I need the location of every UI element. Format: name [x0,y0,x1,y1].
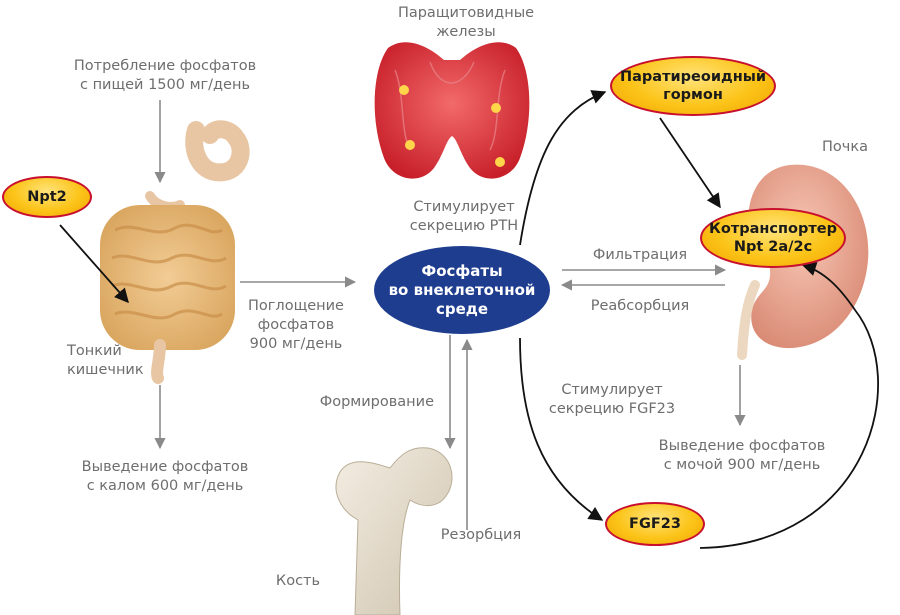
bone-resorption-label: Резорбция [440,527,522,543]
fgf23-node: FGF23 [605,502,705,546]
center-line: во внеклеточной [388,280,536,299]
filtration-label: Фильтрация [592,247,688,263]
parathyroid-label: Паращитовидные железы [397,5,535,40]
npt2-node: Npt2 [2,176,92,218]
extracellular-phosphate-node: Фосфаты во внеклеточной среде [374,246,550,334]
pth-node: Паратиреоидный гормон [610,56,776,116]
black-arrows [59,90,879,549]
small-intestine-label: Тонкий кишечник [67,343,144,378]
bone-formation-label: Формирование [319,394,434,410]
pth-line: Паратиреоидный [620,69,766,85]
center-line: среде [435,299,489,318]
absorption-label: Поглощение фосфатов 900 мг/день [248,298,344,352]
stimulates-pth-label: Стимулирует секрецию PTH [409,199,519,234]
urinary-excretion-label: Выведение фосфатов с мочой 900 мг/день [658,438,826,473]
kidney-label: Почка [822,139,868,155]
center-line: Фосфаты [421,261,503,280]
cotransporter-node: Котранспортер Npt 2a/2c [700,208,846,268]
bone-illustration [335,447,453,615]
fgf23-label: FGF23 [629,516,681,532]
gray-arrows [154,100,746,530]
bone-label: Кость [275,573,321,589]
stimulates-fgf23-label: Стимулирует секрецию FGF23 [548,382,676,417]
cotransporter-line: Котранспортер [709,221,837,237]
small-intestine-illustration [100,120,250,384]
fecal-excretion-label: Выведение фосфатов с калом 600 мг/день [81,459,249,494]
reabsorption-label: Реабсорбция [590,298,690,314]
npt2-label: Npt2 [27,189,67,205]
cotransporter-line: Npt 2a/2c [733,239,813,255]
pth-line: гормон [663,87,723,103]
dietary-intake-label: Потребление фосфатов с пищей 1500 мг/ден… [73,58,257,93]
parathyroid-gland-illustration [374,42,530,179]
